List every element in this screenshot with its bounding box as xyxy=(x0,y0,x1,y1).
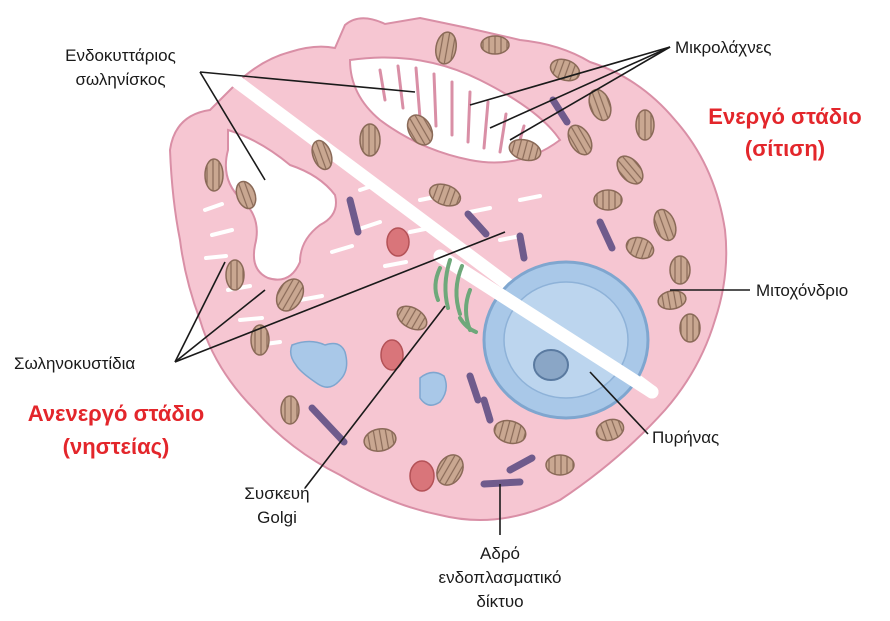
title-active-line2: (σίτιση) xyxy=(690,134,880,164)
label-microvilli: Μικρολάχνες xyxy=(675,36,772,59)
label-endocytic-tube-line1: Ενδοκυττάριος xyxy=(38,44,203,67)
label-rough-er-line3: δίκτυο xyxy=(420,590,580,613)
title-active-line1: Ενεργό στάδιο xyxy=(690,102,880,132)
label-golgi-line1: Συσκευή xyxy=(236,482,318,505)
label-nucleus: Πυρήνας xyxy=(652,426,719,449)
label-mitochondrion: Μιτοχόνδριο xyxy=(756,279,848,302)
label-tubulovesicles: Σωληνοκυστίδια xyxy=(14,352,135,375)
label-rough-er-line2: ενδοπλασματικό xyxy=(420,566,580,589)
label-endocytic-tube-line2: σωληνίσκος xyxy=(38,68,203,91)
label-rough-er-line1: Αδρό xyxy=(420,542,580,565)
title-inactive-line2: (νηστείας) xyxy=(0,432,232,462)
label-golgi-line2: Golgi xyxy=(236,506,318,529)
title-inactive-line1: Ανενεργό στάδιο xyxy=(0,399,232,429)
